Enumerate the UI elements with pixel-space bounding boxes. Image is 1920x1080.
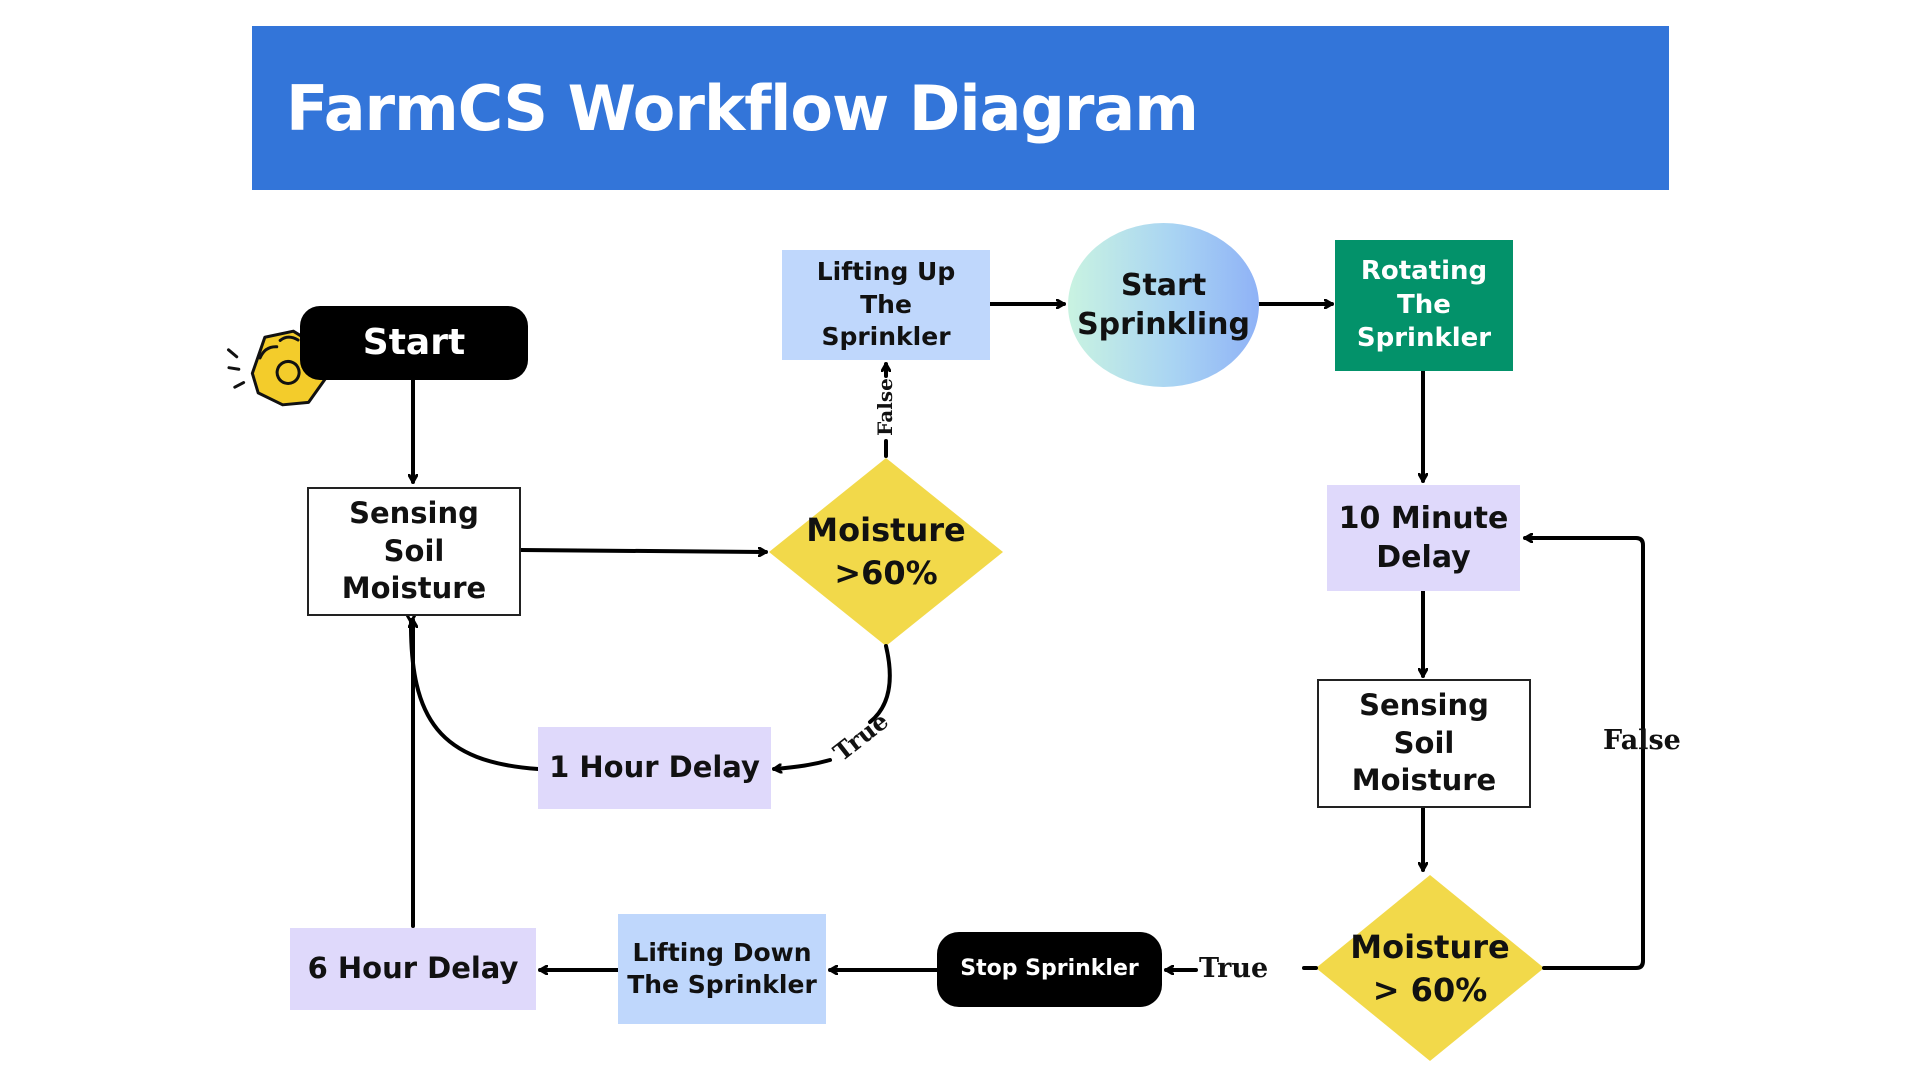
edge-moisture-to-hour-delay [868, 644, 892, 724]
start-node-label: Start [362, 321, 466, 363]
false-label-1: False [872, 378, 897, 436]
edge-hour-delay-to-sensing [411, 620, 540, 771]
lifting-down-sprinkler-label: Lifting Down The Sprinkler [627, 937, 817, 1000]
moisture-decision-1-shape [769, 458, 1003, 646]
moisture-decision-1: Moisture >60% [790, 500, 982, 604]
lifting-up-sprinkler-node: Lifting Up The Sprinkler [782, 250, 990, 360]
six-hour-delay-node: 6 Hour Delay [290, 928, 536, 1010]
ten-minute-delay-label: 10 Minute Delay [1338, 501, 1509, 575]
stop-sprinkler-label: Stop Sprinkler [960, 956, 1139, 982]
rotating-sprinkler-label: Rotating The Sprinkler [1356, 255, 1492, 354]
start-node: Start [300, 306, 528, 380]
false-label-2: False [1603, 725, 1681, 756]
rotating-sprinkler-node: Rotating The Sprinkler [1335, 240, 1513, 371]
moisture-decision-2: Moisture > 60% [1336, 917, 1524, 1021]
lifting-down-sprinkler-node: Lifting Down The Sprinkler [618, 914, 826, 1024]
sensing-soil-moisture-2-node: Sensing Soil Moisture [1317, 679, 1531, 808]
edge-moisture-to-hour-delay-head [772, 758, 832, 769]
start-sprinkling-node: Start Sprinkling [1068, 223, 1259, 387]
sensing-soil-moisture-node: Sensing Soil Moisture [307, 487, 521, 616]
edge-moisture-2-to-delay [1523, 538, 1645, 970]
stop-sprinkler-node: Stop Sprinkler [937, 932, 1162, 1007]
sensing-soil-moisture-2-label: Sensing Soil Moisture [1351, 687, 1497, 798]
moisture-decision-2-label: Moisture > 60% [1350, 927, 1510, 1009]
start-sprinkling-label: Start Sprinkling [1077, 268, 1250, 342]
edge-sensing-to-moisture [519, 550, 768, 552]
moisture-decision-1-label: Moisture >60% [806, 510, 966, 592]
page-title: FarmCS Workflow Diagram [286, 71, 1199, 145]
ten-minute-delay-node: 10 Minute Delay [1327, 485, 1520, 591]
one-hour-delay-node: 1 Hour Delay [538, 727, 771, 809]
sensing-soil-moisture-label: Sensing Soil Moisture [341, 495, 487, 606]
moisture-decision-2-shape [1316, 875, 1544, 1061]
true-label-2: True [1199, 953, 1269, 984]
title-banner: FarmCS Workflow Diagram [252, 26, 1669, 190]
lifting-up-sprinkler-label: Lifting Up The Sprinkler [816, 257, 956, 352]
six-hour-delay-label: 6 Hour Delay [307, 951, 519, 986]
one-hour-delay-label: 1 Hour Delay [549, 750, 760, 785]
